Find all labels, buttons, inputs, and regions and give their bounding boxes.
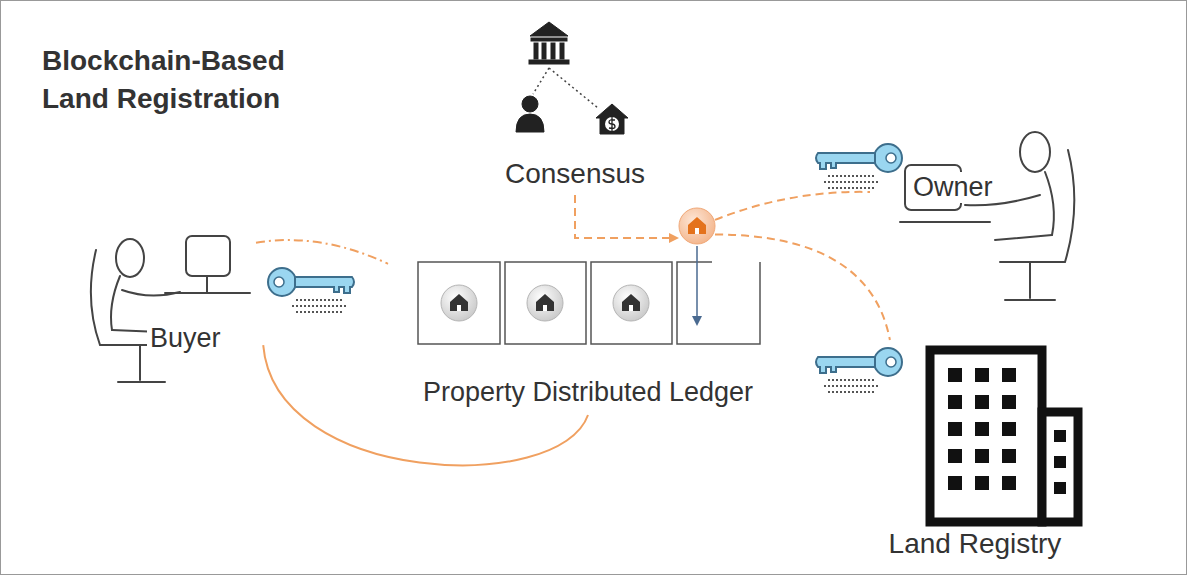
connector	[715, 192, 870, 220]
connector	[715, 234, 890, 340]
buyer-figure	[118, 381, 165, 383]
building-icon	[948, 422, 962, 436]
node-label: Property Distributed Ledger	[420, 377, 756, 408]
node-label: Buyer	[147, 323, 224, 354]
building-icon	[1002, 422, 1016, 436]
building-icon	[975, 449, 989, 463]
building-icon	[930, 350, 1042, 522]
owner-figure	[1029, 262, 1031, 298]
consensus-icon	[516, 114, 544, 132]
ledger-blocks	[418, 262, 500, 344]
building-icon	[930, 350, 1078, 522]
consensus-icon	[596, 104, 628, 134]
building-icon	[975, 368, 989, 382]
diagram-title: Blockchain-Based Land Registration	[42, 42, 312, 118]
node-label: Land Registry	[886, 528, 1065, 560]
buyer-figure	[116, 239, 144, 277]
consensus-icon	[530, 22, 568, 36]
consensus-icon	[605, 117, 619, 131]
consensus-icon	[551, 43, 555, 59]
connector	[256, 240, 388, 264]
building-icon	[1002, 449, 1016, 463]
ledger-blocks	[457, 305, 461, 311]
ledger-blocks	[629, 305, 633, 311]
ledger-blocks	[679, 208, 715, 244]
key-icon	[816, 144, 902, 188]
buyer-figure	[186, 236, 230, 276]
ledger-blocks	[505, 262, 586, 344]
owner-figure	[900, 132, 1074, 300]
buyer-node: Buyer	[85, 230, 265, 390]
building-icon	[1002, 476, 1016, 490]
building-icon	[1002, 395, 1016, 409]
registry-node: Land Registry	[860, 340, 1090, 570]
ledger-blocks	[441, 285, 477, 321]
ledger-blocks	[695, 228, 699, 234]
consensus-icon	[529, 60, 569, 64]
ledger-blocks	[677, 262, 760, 344]
building-icon	[948, 368, 1066, 494]
ledger-blocks	[622, 294, 640, 311]
building-icon	[1054, 482, 1066, 494]
key-icon	[268, 268, 354, 312]
buyer-figure	[206, 276, 208, 292]
node-label: Owner	[910, 172, 996, 203]
building-icon	[1054, 456, 1066, 468]
consensus-icon	[533, 68, 598, 108]
building-icon	[1054, 430, 1066, 442]
owner-figure	[1005, 299, 1055, 301]
consensus-icon	[560, 43, 564, 59]
owner-figure	[1000, 150, 1074, 262]
owner-node: Owner	[870, 120, 1085, 300]
owner-figure	[900, 221, 990, 223]
buyer-figure	[139, 345, 141, 380]
consensus-icon	[542, 43, 546, 59]
ledger-blocks	[591, 262, 672, 344]
consensus-icon	[531, 38, 567, 41]
ledger-blocks	[543, 305, 547, 311]
consensus-node: Consensus	[480, 100, 670, 195]
building-icon	[948, 395, 962, 409]
buyer-figure	[91, 236, 250, 382]
building-icon	[975, 395, 989, 409]
key-icon	[816, 348, 902, 392]
consensus-icon	[516, 22, 628, 134]
building-icon	[948, 449, 962, 463]
building-icon	[948, 368, 962, 382]
ledger-blocks	[688, 217, 706, 234]
consensus-icon	[522, 96, 538, 112]
owner-figure	[1020, 132, 1050, 172]
building-icon	[1042, 412, 1078, 522]
ledger-blocks	[696, 246, 698, 318]
ledger-blocks	[536, 294, 554, 311]
key-icon	[268, 268, 354, 312]
ledger-blocks	[527, 285, 563, 321]
consensus-icon	[534, 43, 538, 59]
ledger-blocks	[692, 316, 702, 326]
connector	[575, 195, 677, 238]
ledger-blocks	[418, 208, 760, 344]
ledger-node: Property Distributed Ledger	[388, 205, 788, 415]
owner-figure	[995, 235, 1052, 240]
buyer-figure	[111, 276, 120, 330]
node-label: Consensus	[502, 158, 648, 190]
building-icon	[948, 476, 962, 490]
owner-figure	[1045, 172, 1054, 235]
building-icon	[975, 476, 989, 490]
consensus-icon	[609, 117, 615, 131]
key-icon	[816, 348, 902, 392]
ledger-blocks	[450, 294, 468, 311]
ledger-blocks	[613, 285, 649, 321]
building-icon	[1002, 368, 1016, 382]
key-icon	[816, 144, 902, 188]
building-icon	[975, 422, 989, 436]
